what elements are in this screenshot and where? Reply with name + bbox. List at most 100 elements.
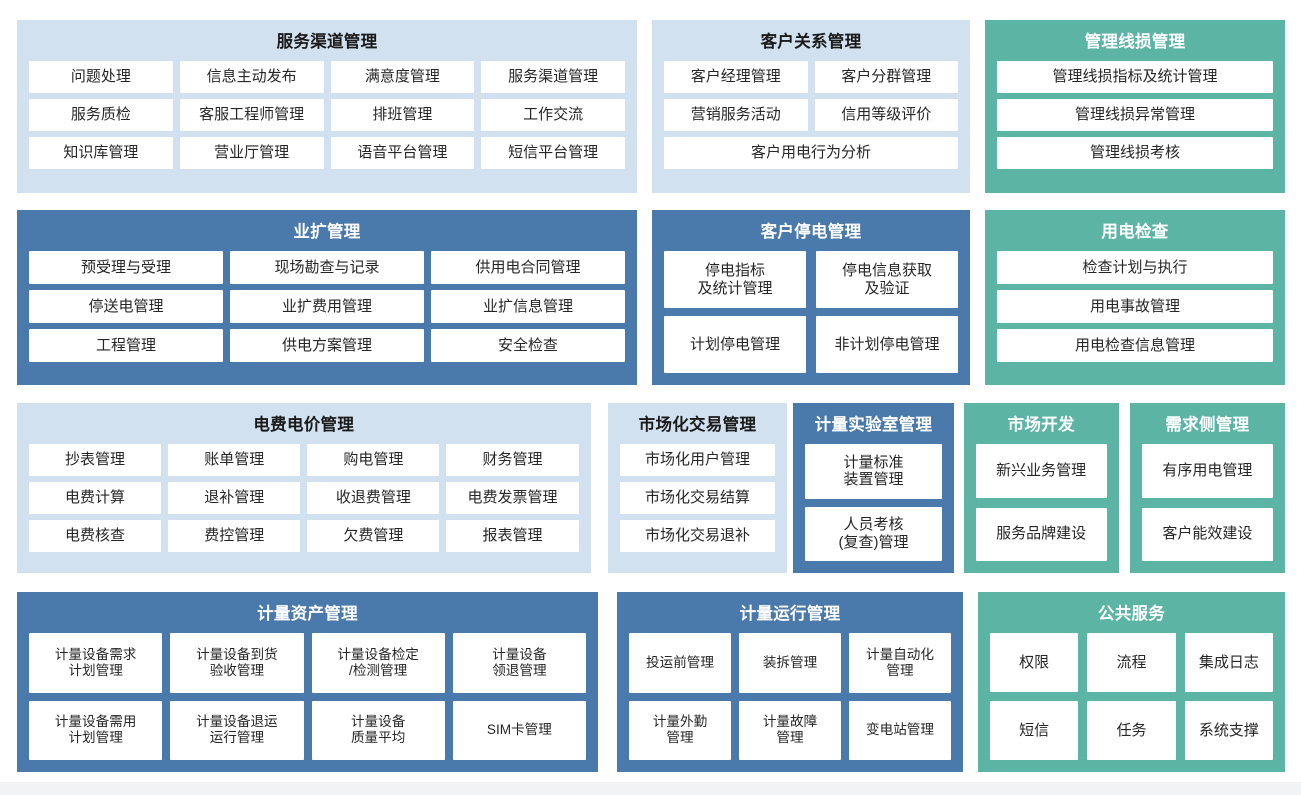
tile-permissions[interactable]: 权限 — [990, 633, 1079, 693]
tile-power-onoff-management[interactable]: 停送电管理 — [29, 290, 223, 324]
tile-metering-device-usage-plan[interactable]: 计量设备需用 计划管理 — [29, 700, 163, 760]
tile-emerging-business-management[interactable]: 新兴业务管理 — [975, 444, 1107, 498]
tile-power-supply-contract-management[interactable]: 供用电合同管理 — [431, 251, 625, 285]
panel-demand-side-management[interactable]: 需求侧管理 有序用电管理 客户能效建设 — [1129, 403, 1285, 573]
tile-orderly-power-usage-management[interactable]: 有序用电管理 — [1141, 444, 1273, 498]
panel-tile-grid: 预受理与受理 现场勘查与记录 供用电合同管理 停送电管理 业扩费用管理 业扩信息… — [29, 251, 625, 373]
tile-info-publishing[interactable]: 信息主动发布 — [179, 61, 324, 94]
tile-customer-usage-behavior-analysis[interactable]: 客户用电行为分析 — [664, 137, 958, 170]
tile-customer-segmentation[interactable]: 客户分群管理 — [814, 61, 958, 94]
panel-management-line-loss-management[interactable]: 管理线损管理 管理线损指标及统计管理 管理线损异常管理 管理线损考核 — [985, 20, 1285, 193]
panel-title: 管理线损管理 — [1084, 33, 1186, 51]
tile-arrears-management[interactable]: 欠费管理 — [307, 520, 440, 553]
panel-tile-grid: 计量设备需求 计划管理 计量设备到货 验收管理 计量设备检定 /检测管理 计量设… — [29, 633, 586, 760]
tile-task[interactable]: 任务 — [1087, 701, 1176, 760]
panel-tile-grid: 权限 流程 集成日志 短信 任务 系统支撑 — [990, 633, 1273, 760]
tile-unplanned-outage-management[interactable]: 非计划停电管理 — [816, 316, 958, 373]
tile-pre-acceptance-and-acceptance[interactable]: 预受理与受理 — [29, 251, 223, 285]
tile-marketing-service-activity[interactable]: 营销服务活动 — [664, 99, 808, 132]
panel-service-channel-management[interactable]: 服务渠道管理 问题处理 信息主动发布 满意度管理 服务渠道管理 服务质检 客服工… — [17, 20, 637, 193]
tile-personnel-assessment-management[interactable]: 人员考核 (复查)管理 — [805, 506, 942, 561]
tile-service-brand-building[interactable]: 服务品牌建设 — [975, 507, 1107, 561]
tile-report-management[interactable]: 报表管理 — [446, 520, 579, 553]
tile-collection-refund-management[interactable]: 收退费管理 — [307, 482, 440, 515]
tile-business-hall-management[interactable]: 营业厅管理 — [179, 137, 324, 170]
tile-electricity-fee-audit[interactable]: 电费核查 — [29, 520, 162, 553]
panel-metering-laboratory-management[interactable]: 计量实验室管理 计量标准 装置管理 人员考核 (复查)管理 — [793, 403, 954, 573]
tile-metering-device-issue-return[interactable]: 计量设备 领退管理 — [452, 633, 586, 693]
tile-credit-rating-evaluation[interactable]: 信用等级评价 — [814, 99, 958, 132]
tile-sms[interactable]: 短信 — [990, 701, 1079, 760]
tile-voice-platform-management[interactable]: 语音平台管理 — [330, 137, 475, 170]
tile-safety-inspection[interactable]: 安全检查 — [431, 329, 625, 363]
panel-tile-grid: 问题处理 信息主动发布 满意度管理 服务渠道管理 服务质检 客服工程师管理 排班… — [29, 61, 625, 181]
tile-meter-reading-management[interactable]: 抄表管理 — [29, 444, 162, 477]
tile-inspection-information-management[interactable]: 用电检查信息管理 — [997, 329, 1273, 363]
tile-sms-platform-management[interactable]: 短信平台管理 — [481, 137, 625, 170]
tile-line-loss-assessment[interactable]: 管理线损考核 — [997, 137, 1273, 170]
tile-metering-device-quality-average[interactable]: 计量设备 质量平均 — [311, 700, 445, 760]
panel-title: 客户关系管理 — [760, 33, 862, 51]
tile-outage-indicator-statistics[interactable]: 停电指标 及统计管理 — [664, 251, 806, 309]
panel-title: 计量运行管理 — [739, 605, 841, 623]
tile-project-management[interactable]: 工程管理 — [29, 329, 223, 363]
tile-substation-management[interactable]: 变电站管理 — [849, 700, 951, 760]
tile-metering-device-verification-testing[interactable]: 计量设备检定 /检测管理 — [311, 633, 445, 693]
tile-metering-device-decommission-operation[interactable]: 计量设备退运 运行管理 — [170, 700, 304, 760]
tile-line-loss-indicator-statistics[interactable]: 管理线损指标及统计管理 — [997, 61, 1273, 94]
panel-customer-outage-management[interactable]: 客户停电管理 停电指标 及统计管理 停电信息获取 及验证 计划停电管理 非计划停… — [652, 210, 970, 385]
tile-line-loss-exception-management[interactable]: 管理线损异常管理 — [997, 99, 1273, 132]
tile-power-supply-scheme-management[interactable]: 供电方案管理 — [230, 329, 424, 363]
tile-metering-automation-management[interactable]: 计量自动化 管理 — [849, 633, 951, 693]
tile-pre-commissioning-management[interactable]: 投运前管理 — [629, 633, 731, 693]
panel-power-consumption-inspection[interactable]: 用电检查 检查计划与执行 用电事故管理 用电检查信息管理 — [985, 210, 1285, 385]
tile-knowledge-base-management[interactable]: 知识库管理 — [29, 137, 173, 170]
tile-shift-scheduling[interactable]: 排班管理 — [330, 99, 475, 132]
tile-customer-energy-efficiency-building[interactable]: 客户能效建设 — [1141, 507, 1273, 561]
tile-market-trade-settlement[interactable]: 市场化交易结算 — [619, 482, 776, 515]
tile-service-engineer-management[interactable]: 客服工程师管理 — [179, 99, 324, 132]
tile-planned-outage-management[interactable]: 计划停电管理 — [664, 316, 806, 373]
tile-work-communication[interactable]: 工作交流 — [481, 99, 625, 132]
tile-market-user-management[interactable]: 市场化用户管理 — [619, 444, 776, 477]
tile-electricity-invoice-management[interactable]: 电费发票管理 — [446, 482, 579, 515]
tile-market-trade-refund[interactable]: 市场化交易退补 — [619, 520, 776, 553]
tile-expansion-information-management[interactable]: 业扩信息管理 — [431, 290, 625, 324]
panel-metering-operation-management[interactable]: 计量运行管理 投运前管理 装拆管理 计量自动化 管理 计量外勤 管理 计量故障 … — [617, 592, 963, 772]
panel-title: 服务渠道管理 — [276, 33, 378, 51]
tile-fee-control-management[interactable]: 费控管理 — [168, 520, 301, 553]
panel-metering-asset-management[interactable]: 计量资产管理 计量设备需求 计划管理 计量设备到货 验收管理 计量设备检定 /检… — [17, 592, 598, 772]
tile-workflow[interactable]: 流程 — [1087, 633, 1176, 693]
tile-bill-management[interactable]: 账单管理 — [168, 444, 301, 477]
tile-finance-management[interactable]: 财务管理 — [446, 444, 579, 477]
panel-market-development[interactable]: 市场开发 新兴业务管理 服务品牌建设 — [963, 403, 1119, 573]
tile-system-support[interactable]: 系统支撑 — [1184, 701, 1273, 760]
tile-metering-standard-device-management[interactable]: 计量标准 装置管理 — [805, 444, 942, 499]
tile-integration-log[interactable]: 集成日志 — [1184, 633, 1273, 693]
tile-power-purchase-management[interactable]: 购电管理 — [307, 444, 440, 477]
tile-sim-card-management[interactable]: SIM卡管理 — [452, 700, 586, 760]
panel-tariff-and-price-management[interactable]: 电费电价管理 抄表管理 账单管理 购电管理 财务管理 电费计算 退补管理 收退费… — [17, 403, 591, 573]
panel-business-expansion-management[interactable]: 业扩管理 预受理与受理 现场勘查与记录 供用电合同管理 停送电管理 业扩费用管理… — [17, 210, 637, 385]
tile-refund-supplement-management[interactable]: 退补管理 — [168, 482, 301, 515]
tile-satisfaction-management[interactable]: 满意度管理 — [330, 61, 475, 94]
tile-install-remove-management[interactable]: 装拆管理 — [739, 633, 841, 693]
tile-outage-info-acquisition-verification[interactable]: 停电信息获取 及验证 — [816, 251, 958, 309]
panel-customer-relationship-management[interactable]: 客户关系管理 客户经理管理 客户分群管理 营销服务活动 信用等级评价 客户用电行… — [652, 20, 970, 193]
tile-service-channel-management[interactable]: 服务渠道管理 — [481, 61, 625, 94]
panel-public-services[interactable]: 公共服务 权限 流程 集成日志 短信 任务 系统支撑 — [978, 592, 1285, 772]
tile-expansion-fee-management[interactable]: 业扩费用管理 — [230, 290, 424, 324]
tile-inspection-plan-and-execution[interactable]: 检查计划与执行 — [997, 251, 1273, 285]
tile-issue-handling[interactable]: 问题处理 — [29, 61, 173, 94]
tile-metering-field-work-management[interactable]: 计量外勤 管理 — [629, 700, 731, 760]
tile-metering-fault-management[interactable]: 计量故障 管理 — [739, 700, 841, 760]
tile-account-manager-management[interactable]: 客户经理管理 — [664, 61, 808, 94]
tile-metering-device-demand-plan[interactable]: 计量设备需求 计划管理 — [29, 633, 163, 693]
tile-metering-device-arrival-acceptance[interactable]: 计量设备到货 验收管理 — [170, 633, 304, 693]
tile-electricity-fee-calculation[interactable]: 电费计算 — [29, 482, 162, 515]
panel-market-trading-management[interactable]: 市场化交易管理 市场化用户管理 市场化交易结算 市场化交易退补 — [607, 403, 788, 573]
tile-service-quality-check[interactable]: 服务质检 — [29, 99, 173, 132]
tile-electricity-accident-management[interactable]: 用电事故管理 — [997, 290, 1273, 324]
tile-site-survey-and-record[interactable]: 现场勘查与记录 — [230, 251, 424, 285]
